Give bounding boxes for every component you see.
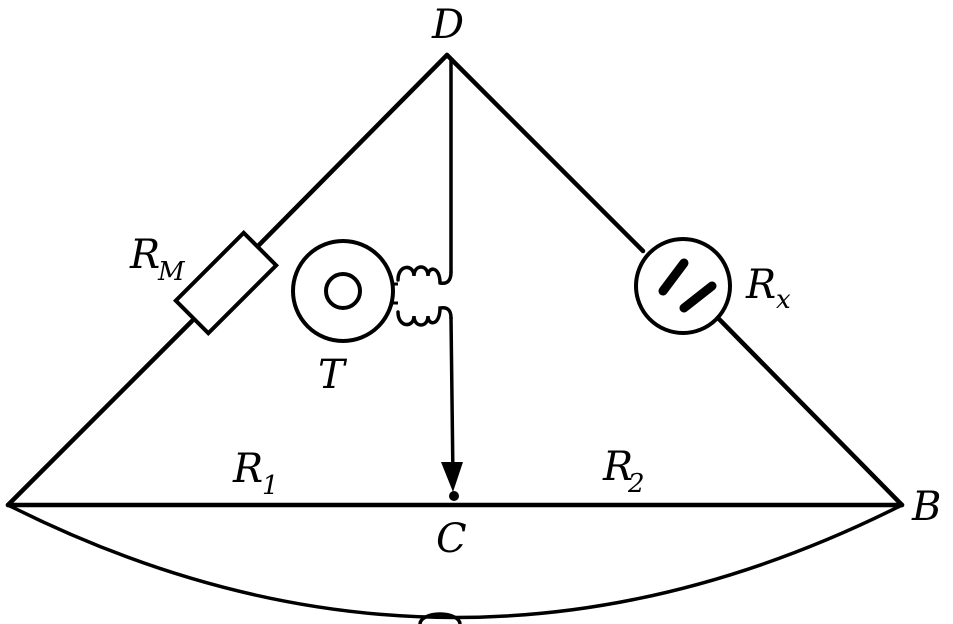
wire-d-to-rx <box>444 52 646 254</box>
slider-arrow <box>441 462 463 492</box>
lower-source-symbol <box>418 612 462 624</box>
node-c-label: C <box>436 516 467 562</box>
wire-rm-to-d <box>256 52 450 248</box>
r1-subscript: 1 <box>262 471 279 501</box>
slider-contact-point <box>449 491 459 501</box>
telephone-lower-coil <box>396 305 453 327</box>
r2-subscript: 2 <box>627 469 645 499</box>
rx-label: R <box>745 262 776 308</box>
rx-subscript: x <box>776 285 791 315</box>
telephone-receiver <box>291 239 398 343</box>
telephone-upper-coil <box>396 265 453 286</box>
r2-label: R <box>602 444 633 490</box>
wire-telephone-to-slider <box>449 316 455 482</box>
rm-label: R <box>129 232 160 278</box>
wire-a-to-rm <box>5 318 195 508</box>
r1-label: R <box>232 446 263 492</box>
node-d-label: D <box>431 2 464 48</box>
wire-rx-to-b <box>715 315 905 508</box>
node-b-label: B <box>911 484 941 530</box>
resistor-rm <box>172 229 280 337</box>
rm-subscript: M <box>157 257 186 287</box>
unknown-resistance-rx <box>634 237 732 335</box>
telephone-label: T <box>318 352 348 398</box>
